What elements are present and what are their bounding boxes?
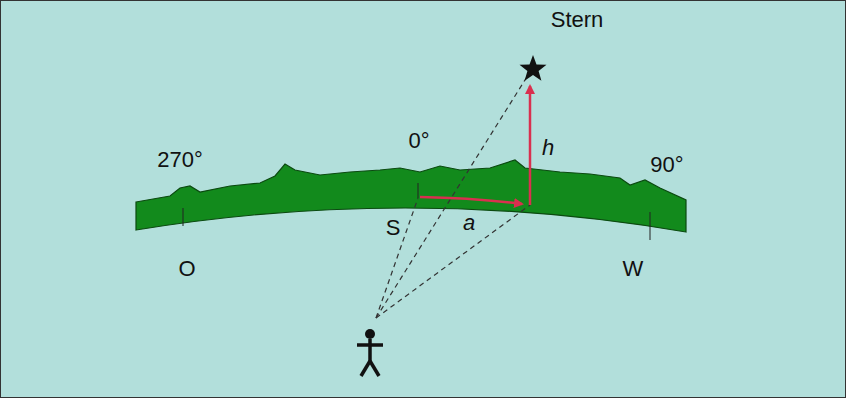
azimuth-mark: 0° xyxy=(408,130,429,152)
south-tick xyxy=(418,183,419,198)
direction-label: O xyxy=(178,258,195,280)
azimuth-mark: 270° xyxy=(157,149,203,171)
altitude-label: h xyxy=(542,137,554,159)
observer-figure xyxy=(357,329,383,376)
sight-lines xyxy=(376,72,530,318)
east-tick xyxy=(183,208,184,226)
direction-label: S xyxy=(386,217,401,239)
star-symbol xyxy=(520,55,547,81)
azimuth-mark: 90° xyxy=(650,154,683,176)
star-label: Stern xyxy=(551,9,604,31)
direction-label: W xyxy=(623,258,644,280)
west-tick xyxy=(650,212,651,240)
azimuth-arrow xyxy=(420,197,522,204)
horizon-band xyxy=(136,160,686,232)
azimuth-label: a xyxy=(463,212,475,234)
altitude-arrow xyxy=(529,86,532,205)
